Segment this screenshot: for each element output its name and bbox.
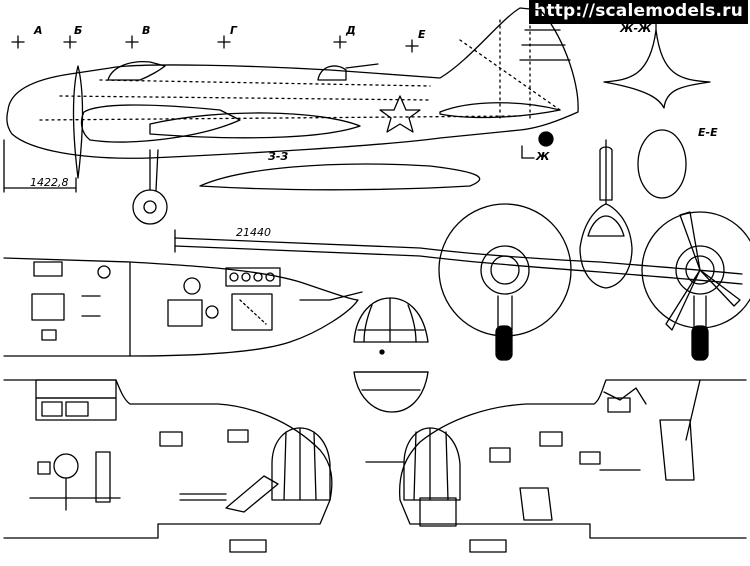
section-marker-g: Г	[230, 24, 238, 37]
section-marker-v: В	[142, 24, 150, 37]
airfoil-section	[199, 163, 481, 191]
wingspan-dimension: 21440	[236, 226, 271, 239]
section-marker-d: Д	[345, 24, 356, 37]
section-marker-b: Б	[74, 24, 82, 37]
section-label-zh: Ж-Ж	[619, 22, 652, 35]
interior-cutaway-right	[365, 379, 747, 553]
section-marker-zh: Ж	[535, 150, 550, 163]
section-label-e: Е-Е	[698, 126, 718, 139]
section-label-z: З-З	[268, 150, 288, 163]
nose-glazing-front	[353, 297, 429, 413]
watermark[interactable]: http://scalemodels.ru	[529, 0, 748, 24]
section-marker-a: А	[33, 24, 43, 37]
section-markers: А Б В Г Д Е	[11, 24, 426, 53]
tail-cross-section: Ж-Ж	[603, 21, 711, 109]
cockpit-plan-view	[3, 257, 363, 357]
fuselage-cross-section: Е-Е	[637, 126, 718, 199]
side-view	[3, 7, 579, 225]
nose-length-dimension: 1422,8	[30, 176, 69, 189]
section-marker-e: Е	[418, 28, 426, 41]
front-view: 21440	[174, 139, 750, 361]
interior-cutaway-left	[3, 379, 333, 553]
